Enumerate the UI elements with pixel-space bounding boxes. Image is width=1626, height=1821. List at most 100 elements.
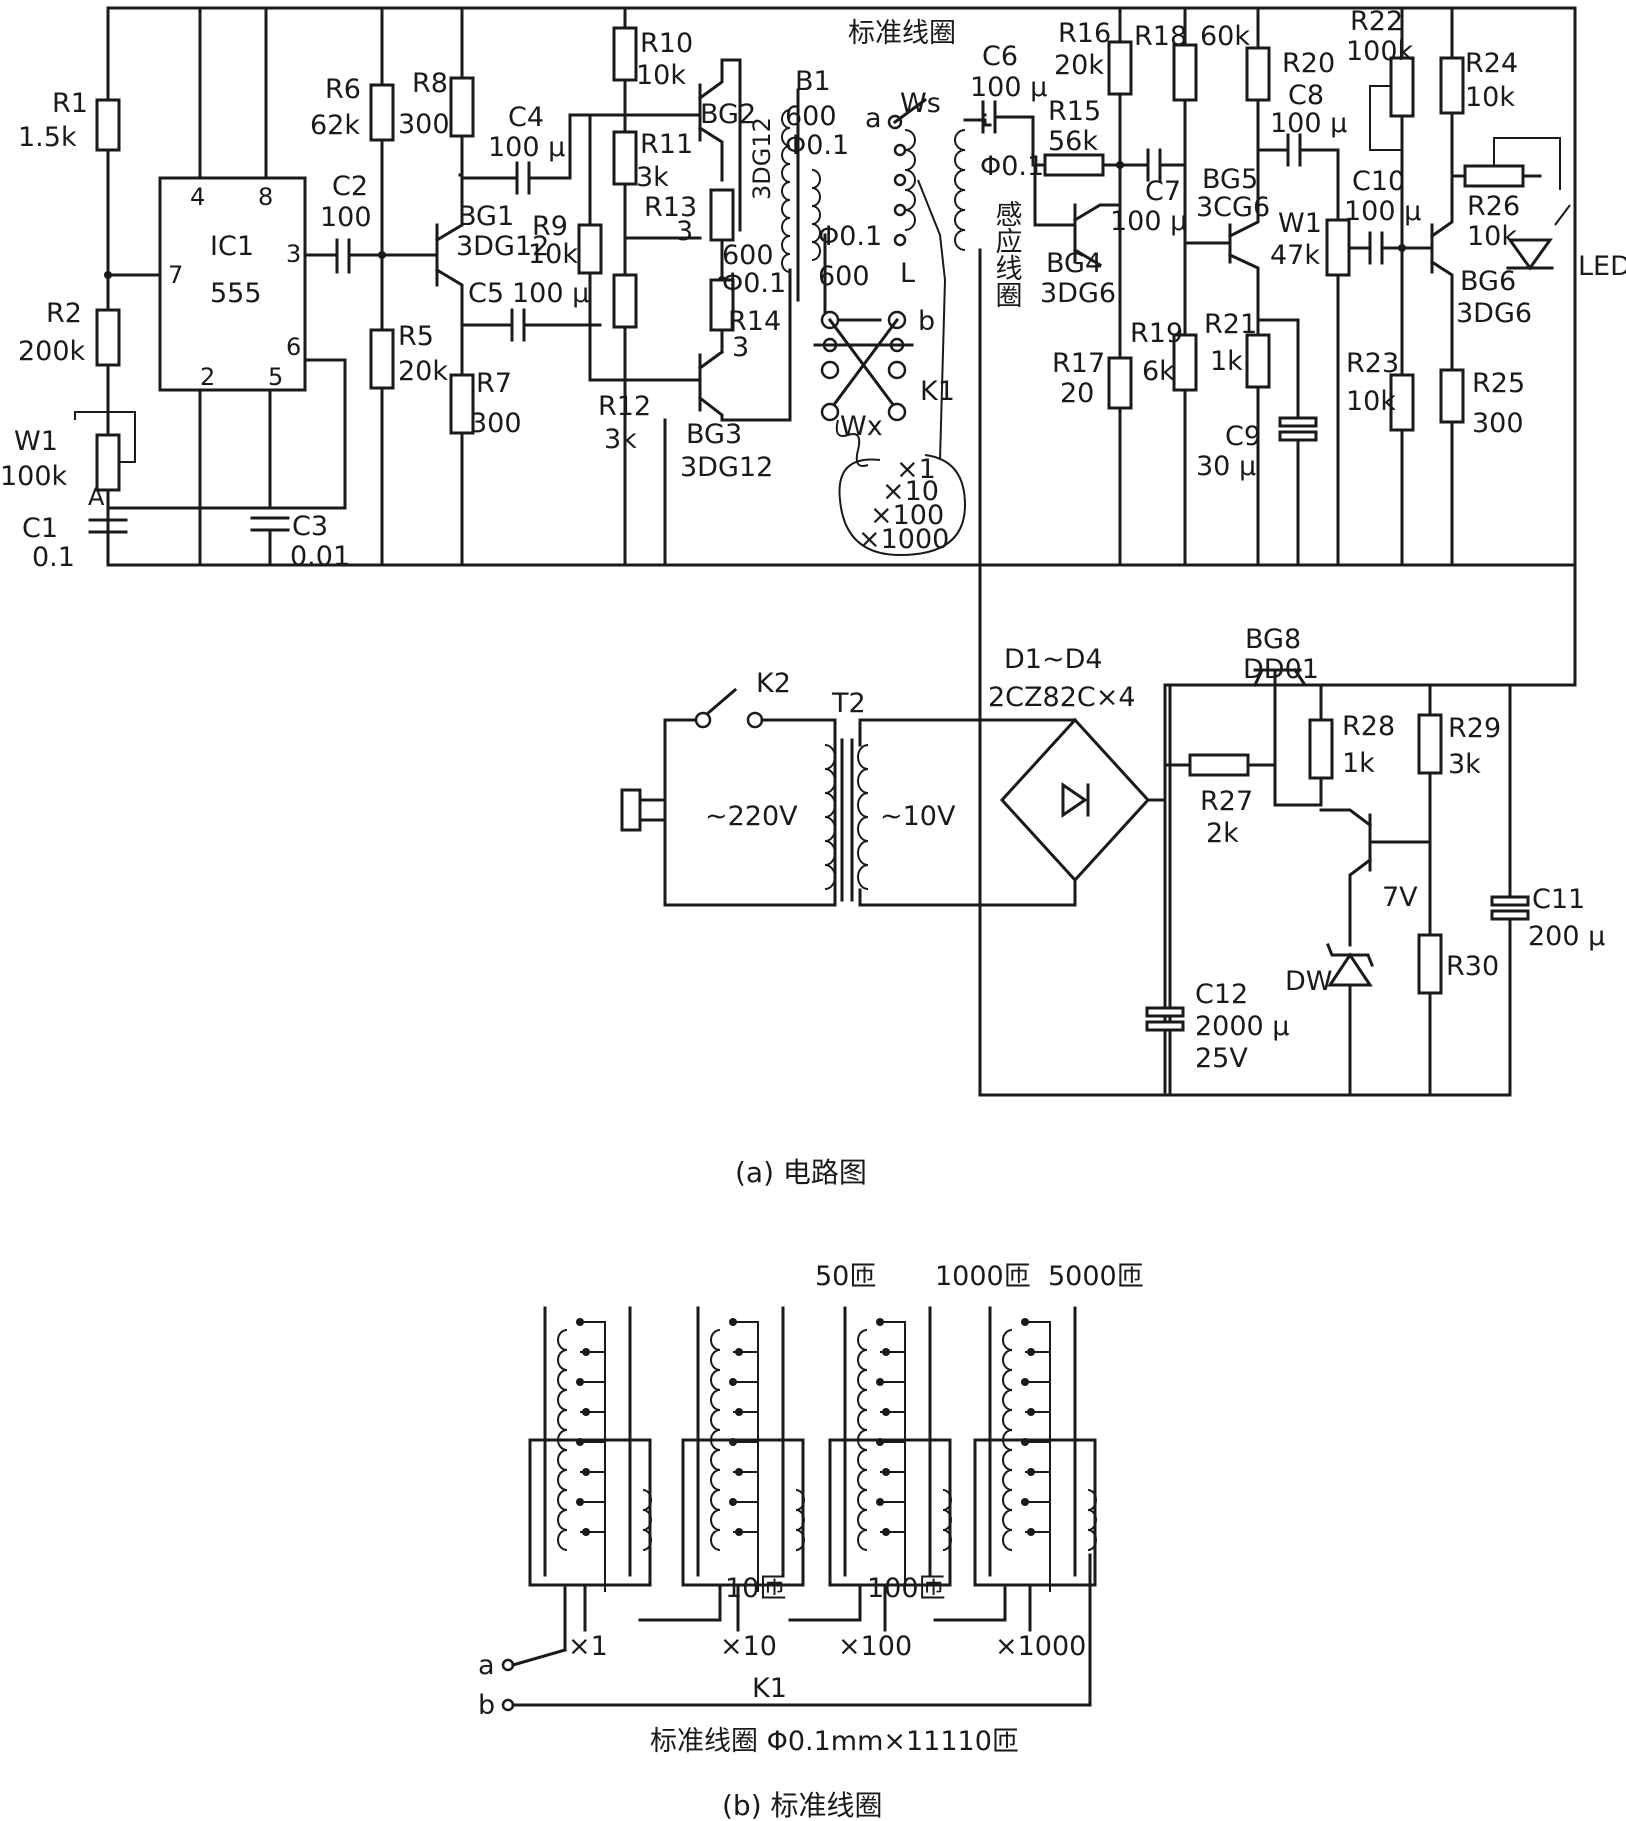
c6-value: 100 μ <box>970 72 1047 103</box>
resistor-r24 <box>1439 56 1465 115</box>
resistor-r13 <box>709 188 735 242</box>
k1-label-b: K1 <box>752 1673 787 1704</box>
bg1-label: BG1 <box>458 201 514 232</box>
r17-label: R17 <box>1052 348 1105 379</box>
bg4-type: 3DG6 <box>1040 278 1116 309</box>
led-label: LED <box>1578 251 1626 282</box>
r8-label: R8 <box>412 68 448 99</box>
range-x1000: ×1000 <box>858 524 949 555</box>
r7-value: 300 <box>470 408 522 439</box>
dw-label: DW <box>1285 966 1333 997</box>
bg5-emitter <box>1227 178 1260 239</box>
c2-label: C2 <box>332 171 368 202</box>
capacitor-c11-top <box>1490 895 1530 907</box>
coil-2-frame <box>681 1438 805 1587</box>
r15-label: R15 <box>1048 96 1101 127</box>
k1-reversing-switch[interactable] <box>813 317 914 413</box>
caption-figure-b: (b) 标准线圈 <box>722 1789 883 1821</box>
r2-value: 200k <box>18 336 86 367</box>
r7-label: R7 <box>476 368 512 399</box>
coil-2-winding <box>710 1329 721 1551</box>
link-1-2 <box>638 1583 722 1622</box>
resistor-r19 <box>1172 333 1198 392</box>
resistor-r9 <box>577 223 603 275</box>
led-indicator <box>1507 238 1553 271</box>
link-2-3 <box>788 1583 862 1622</box>
capacitor-c12-top <box>1145 1006 1185 1018</box>
r24-label: R24 <box>1465 48 1518 79</box>
b1-wire-c: Φ0.1 <box>818 221 882 252</box>
bg2-label: BG2 <box>700 99 756 130</box>
b1-primary-winding-upper <box>781 109 791 201</box>
c9-label: C9 <box>1225 421 1261 452</box>
c8-value: 100 μ <box>1270 108 1347 139</box>
r26-value: 10k <box>1467 221 1517 252</box>
k1-label: K1 <box>920 376 955 407</box>
pin-5-label: 5 <box>268 363 283 391</box>
pin-6-label: 6 <box>286 333 301 361</box>
primary-voltage: ~220V <box>705 801 798 832</box>
ic1-title: IC1 <box>210 231 254 262</box>
r9-label: R9 <box>532 211 568 242</box>
bg2-collector <box>697 58 742 232</box>
link-3-4 <box>933 1583 1007 1622</box>
r9-value: 10k <box>528 239 578 270</box>
ic1-type: 555 <box>210 278 262 309</box>
resistor-r12 <box>612 273 638 329</box>
coil-spec-label: 标准线圈 Φ0.1mm×11110匝 <box>650 1726 1019 1757</box>
resistor-r21 <box>1245 333 1271 389</box>
c5-value: 100 μ <box>512 278 589 309</box>
b1-wire-b: Φ0.1 <box>722 268 786 299</box>
resistor-r15 <box>1043 153 1105 177</box>
r14-label: R14 <box>728 306 781 337</box>
coil-4-secondary <box>1087 1489 1097 1551</box>
r18-value: 60k <box>1200 21 1250 52</box>
bg2-emitter <box>697 125 724 182</box>
coil-1-frame <box>528 1438 652 1587</box>
r8-value: 300 <box>398 109 450 140</box>
b1-secondary-winding <box>811 169 821 261</box>
r23-label: R23 <box>1346 348 1399 379</box>
resistor-r20 <box>1245 46 1271 102</box>
c9-value: 30 μ <box>1196 451 1256 482</box>
c10-value: 100 μ <box>1344 196 1421 227</box>
resistor-r6 <box>369 83 395 142</box>
r19-value: 6k <box>1142 356 1175 387</box>
range-selector-outline[interactable] <box>838 454 967 557</box>
k1-rotary-arm[interactable] <box>511 1648 567 1667</box>
r27-value: 2k <box>1206 818 1239 849</box>
pin-3-label: 3 <box>286 240 301 268</box>
c4-value: 100 μ <box>488 132 565 163</box>
ws-tap-3 <box>893 203 907 217</box>
r17-value: 20 <box>1060 378 1094 409</box>
led-emission-arrow <box>1554 204 1571 226</box>
bg6-type: 3DG6 <box>1456 298 1532 329</box>
resistor-r27 <box>1188 753 1250 777</box>
r26-wiper <box>1493 137 1561 190</box>
bg4-collector <box>1072 203 1122 223</box>
resistor-r30 <box>1417 933 1443 995</box>
induction-coil-label: 感应线圈 <box>991 200 1023 308</box>
bg1-emitter <box>434 267 464 322</box>
r5-value: 20k <box>398 356 448 387</box>
resistor-r16 <box>1107 40 1133 96</box>
resistor-r10 <box>612 26 638 82</box>
ws-selector-arm[interactable] <box>892 97 928 125</box>
terminal-b-label-b: b <box>478 1690 495 1721</box>
r23-value: 10k <box>1346 386 1396 417</box>
r16-label: R16 <box>1058 18 1111 49</box>
coil-3-secondary <box>942 1489 952 1551</box>
r28-value: 1k <box>1342 748 1375 779</box>
r12-value: 3k <box>604 424 637 455</box>
wx-terminal-left <box>820 402 840 422</box>
r10-label: R10 <box>640 28 693 59</box>
potentiometer-w1 <box>95 433 121 492</box>
c7-label: C7 <box>1145 176 1181 207</box>
ws-tap-2 <box>893 173 907 187</box>
b1-primary-winding-lower <box>781 199 791 273</box>
capacitor-c12-bottom <box>1145 1020 1185 1032</box>
terminal-a-label: a <box>865 103 882 134</box>
r16-value: 20k <box>1054 50 1104 81</box>
range-x10: ×10 <box>882 476 939 507</box>
